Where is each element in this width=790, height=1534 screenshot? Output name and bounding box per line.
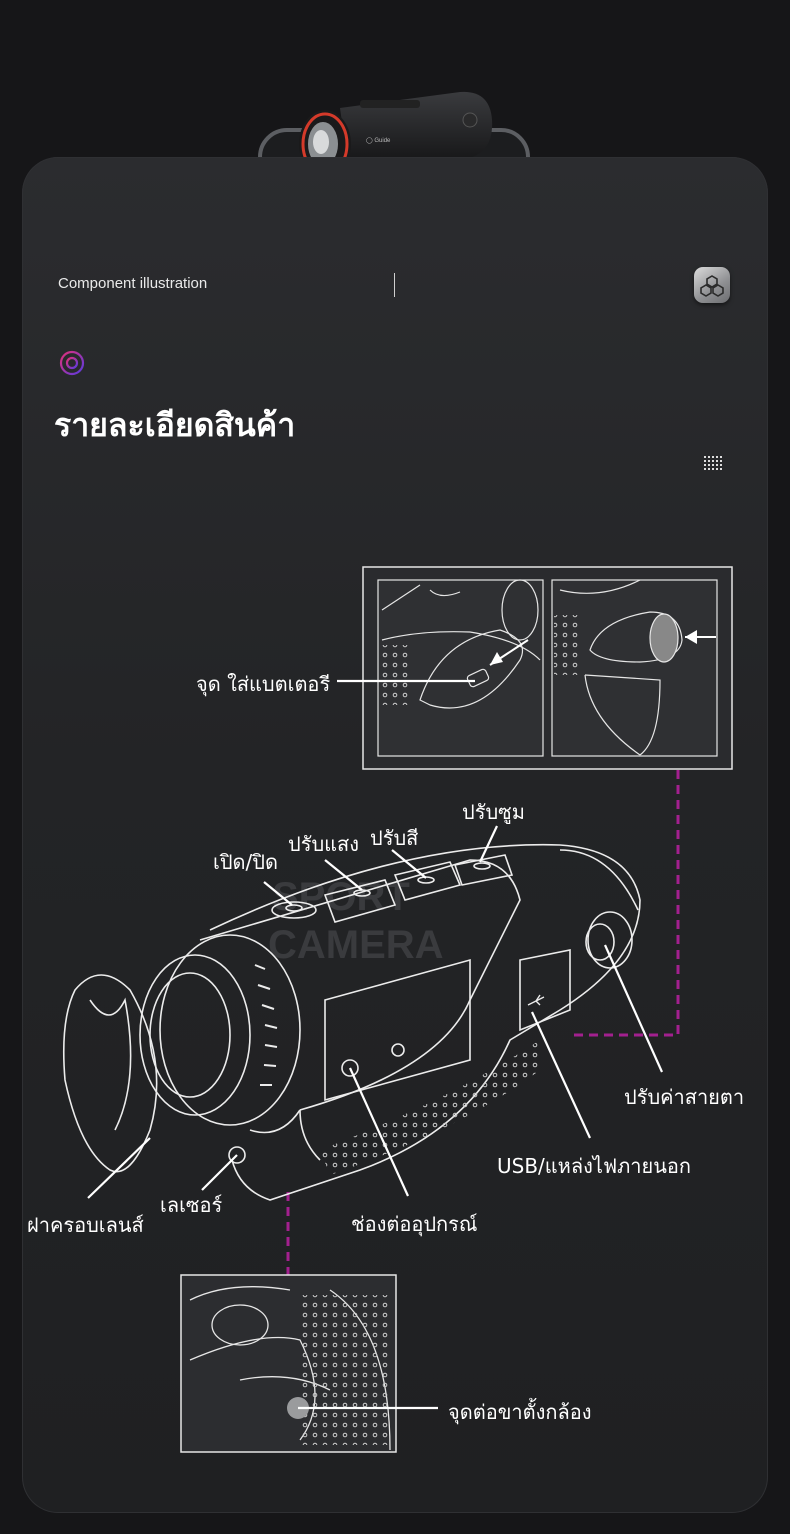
callout-accessory: ช่องต่ออุปกรณ์ xyxy=(351,1212,478,1236)
cube-icon[interactable] xyxy=(694,267,730,303)
battery-detail-panel xyxy=(362,566,733,770)
page-title: รายละเอียดสินค้า xyxy=(54,406,296,444)
watermark-line2: CAMERA xyxy=(268,923,444,967)
section-tag: Component illustration xyxy=(58,275,208,292)
target-icon xyxy=(59,350,85,376)
callout-zoom: ปรับซูม xyxy=(462,800,525,824)
callout-usb: USB/แหล่งไฟภายนอก xyxy=(497,1154,692,1178)
svg-text:◯ Guide: ◯ Guide xyxy=(366,137,391,144)
callout-color: ปรับสี xyxy=(370,826,419,850)
callout-diopter: ปรับค่าสายตา xyxy=(624,1085,745,1109)
callout-power: เปิด/ปิด xyxy=(213,850,278,874)
callout-laser: เลเซอร์ xyxy=(160,1193,223,1217)
callout-battery: จุด ใส่แบตเตอรี xyxy=(196,672,331,696)
grid-dots-icon xyxy=(704,456,722,470)
callout-lens-cap: ฝาครอบเลนส์ xyxy=(27,1213,144,1237)
callout-tripod: จุดต่อขาตั้งกล้อง xyxy=(448,1400,592,1424)
usb-icon xyxy=(527,994,545,1006)
tripod-detail-panel xyxy=(180,1274,397,1453)
divider xyxy=(394,273,395,297)
callout-brightness: ปรับแสง xyxy=(288,832,359,856)
